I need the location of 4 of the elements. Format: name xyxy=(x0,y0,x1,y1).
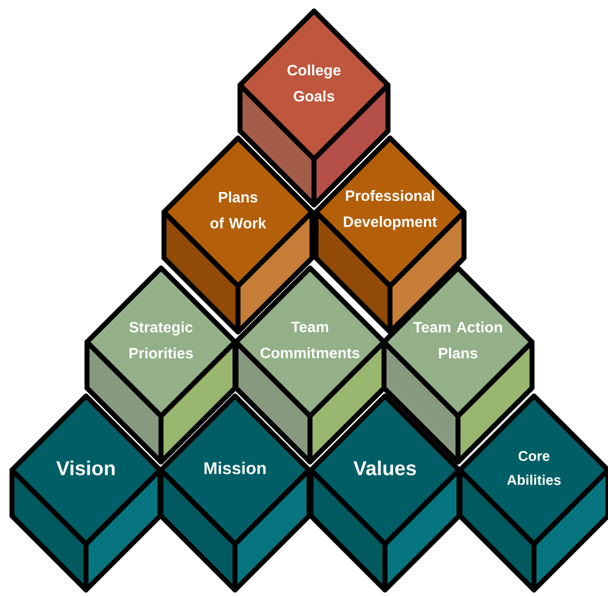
cube: Vision xyxy=(10,393,162,592)
cube: Values xyxy=(308,393,462,592)
cube: Core Abilities xyxy=(458,393,608,592)
cube: Mission xyxy=(158,393,312,592)
